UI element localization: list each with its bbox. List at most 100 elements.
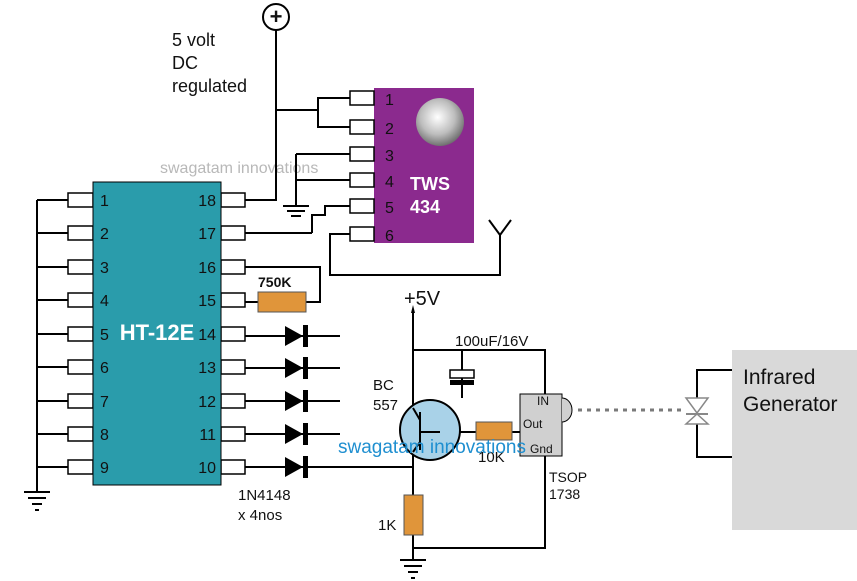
plus-symbol: + bbox=[270, 4, 283, 29]
encoder-left-pin bbox=[67, 459, 94, 475]
infrared-generator-box bbox=[732, 350, 857, 530]
encoder-right-pin bbox=[220, 359, 246, 375]
encoder-right-pin-label: 14 bbox=[198, 327, 216, 344]
resistor-1k bbox=[403, 494, 424, 536]
tws-pin bbox=[349, 90, 375, 106]
encoder-right-pin-label: 18 bbox=[198, 193, 216, 210]
supply-label-line3: regulated bbox=[172, 76, 247, 96]
tsop-label-line1: TSOP bbox=[549, 469, 587, 485]
tsop-pin-gnd: Gnd bbox=[530, 442, 553, 456]
tws-pin-label: 3 bbox=[385, 148, 394, 165]
encoder-left-pin-label: 4 bbox=[100, 293, 109, 310]
tws-name-line1: TWS bbox=[410, 174, 450, 194]
tws-name-line2: 434 bbox=[410, 197, 440, 217]
watermark-center: swagatam innovations bbox=[338, 437, 526, 458]
ir-led-mirror-icon bbox=[684, 412, 710, 425]
ir-generator-line2: Generator bbox=[743, 393, 838, 416]
diode-cathode-bar bbox=[303, 423, 308, 445]
tsop-lens-icon bbox=[561, 397, 573, 423]
encoder-name: HT-12E bbox=[120, 320, 195, 345]
encoder-right-pin-label: 16 bbox=[198, 260, 216, 277]
resistor-10k-label: 10K bbox=[478, 449, 505, 466]
tws-pin-label: 1 bbox=[385, 92, 394, 109]
encoder-left-pin-label: 9 bbox=[100, 460, 109, 477]
encoder-left-pin-label: 5 bbox=[100, 327, 109, 344]
tws-pin bbox=[349, 198, 375, 214]
encoder-right-pin-label: 13 bbox=[198, 360, 216, 377]
tws-pin-label: 5 bbox=[385, 200, 394, 217]
encoder-left-pin-label: 8 bbox=[100, 427, 109, 444]
transistor-wiring bbox=[412, 312, 546, 560]
resistor-750k-label: 750K bbox=[258, 274, 291, 290]
power-supply-symbol: + bbox=[262, 3, 290, 110]
encoder-left-pin bbox=[67, 225, 94, 241]
transmitter-wiring bbox=[276, 97, 501, 276]
diode-label-line1: 1N4148 bbox=[238, 487, 291, 504]
ht12e-ic bbox=[92, 181, 222, 486]
encoder-right-pin-label: 11 bbox=[199, 427, 216, 444]
encoder-left-pin-label: 6 bbox=[100, 360, 109, 377]
encoder-left-pin bbox=[67, 326, 94, 342]
ir-generator-line1: Infrared bbox=[743, 366, 815, 389]
tsop-pin-out: Out bbox=[523, 417, 543, 431]
encoder-right-pin bbox=[220, 393, 246, 409]
diode-array bbox=[285, 325, 308, 478]
tws-pin-label: 4 bbox=[385, 174, 394, 191]
tsop1738-sensor bbox=[519, 393, 563, 457]
encoder-left-pin-label: 2 bbox=[100, 226, 109, 243]
encoder-left-pin bbox=[67, 393, 94, 409]
encoder-left-pin bbox=[67, 192, 94, 208]
transistor-label-line1: BC bbox=[373, 377, 394, 394]
encoder-right-pin-label: 12 bbox=[198, 394, 216, 411]
supply-label-line1: 5 volt bbox=[172, 30, 215, 50]
tws-pin bbox=[349, 119, 375, 135]
watermark-top: swagatam innovations bbox=[160, 160, 318, 177]
encoder-right-pin bbox=[220, 426, 246, 442]
diode-icon bbox=[285, 391, 303, 411]
encoder-left-pin-label: 3 bbox=[100, 260, 109, 277]
encoder-right-pin bbox=[220, 292, 246, 308]
diode-cathode-bar bbox=[303, 390, 308, 412]
ground-icon-transmitter bbox=[283, 205, 309, 217]
tws-pin-label: 2 bbox=[385, 121, 394, 138]
tsop-pin-in: IN bbox=[537, 394, 549, 408]
diode-label-line2: x 4nos bbox=[238, 507, 282, 524]
encoder-left-pin bbox=[67, 359, 94, 375]
diode-icon bbox=[285, 457, 303, 477]
tws-pin bbox=[349, 226, 375, 242]
diode-icon bbox=[285, 424, 303, 444]
resistor-1k-label: 1K bbox=[378, 517, 396, 534]
tws-pin bbox=[349, 146, 375, 162]
antenna-icon bbox=[488, 219, 512, 252]
bc557-transistor bbox=[399, 399, 461, 461]
capacitor-plate-top bbox=[449, 369, 475, 379]
supply-label-line2: DC bbox=[172, 53, 198, 73]
ground-icon-transistor bbox=[400, 559, 426, 579]
encoder-right-pin bbox=[220, 326, 246, 342]
encoder-right-pin bbox=[220, 192, 246, 208]
diode-cathode-bar bbox=[303, 325, 308, 347]
encoder-ground-bus bbox=[24, 200, 50, 511]
capacitor-plate-bottom bbox=[450, 380, 474, 385]
supply-plus5v-label: +5V bbox=[404, 288, 441, 310]
encoder-left-pin bbox=[67, 259, 94, 275]
diode-cathode-bar bbox=[303, 357, 308, 379]
diode-icon bbox=[285, 358, 303, 378]
module-dome-icon bbox=[416, 98, 464, 146]
supply-arrow-icon bbox=[411, 305, 415, 313]
diode-cathode-bar bbox=[303, 456, 308, 478]
encoder-right-pin bbox=[220, 225, 246, 241]
encoder-right-pin bbox=[220, 459, 246, 475]
encoder-right-pin bbox=[220, 259, 246, 275]
ir-led-wiring bbox=[696, 369, 732, 458]
encoder-right-pin-label: 17 bbox=[198, 226, 216, 243]
tsop-label-line2: 1738 bbox=[549, 486, 580, 502]
encoder-left-pin bbox=[67, 292, 94, 308]
encoder-right-pin-label: 10 bbox=[198, 460, 216, 477]
ir-led-icon bbox=[684, 397, 710, 415]
resistor-750k bbox=[257, 291, 307, 313]
tws-pin bbox=[349, 172, 375, 188]
